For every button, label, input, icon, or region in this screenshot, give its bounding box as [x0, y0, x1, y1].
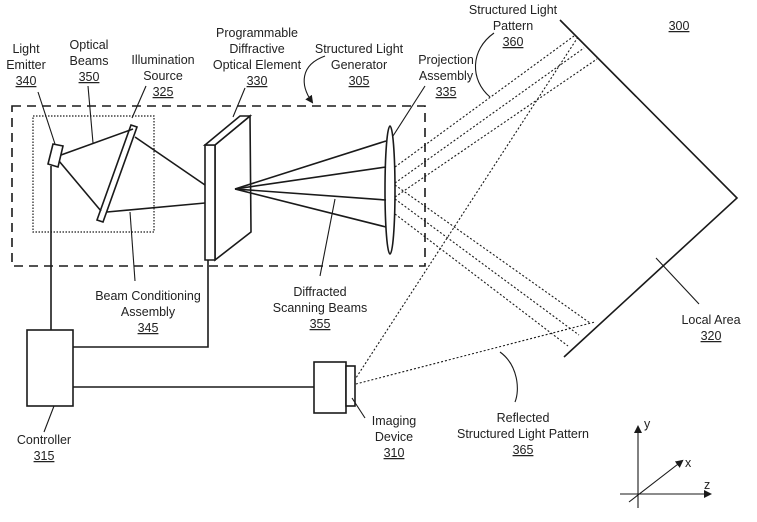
- label-text: Structured Light: [469, 3, 558, 17]
- z-axis-label: z: [704, 478, 710, 492]
- label-text: Beams: [70, 54, 109, 68]
- label-text: Assembly: [419, 69, 474, 83]
- optical-beams: [58, 128, 206, 213]
- label-illumination-source: Illumination Source 325: [131, 53, 194, 99]
- beam-conditioning-assembly: [95, 123, 139, 224]
- label-controller: Controller 315: [17, 433, 71, 463]
- figure-reference-number: 300: [669, 19, 690, 33]
- local-area-surface: [559, 19, 739, 358]
- x-axis-label: x: [685, 456, 692, 470]
- label-text: Controller: [17, 433, 71, 447]
- reference-number: 340: [16, 74, 37, 88]
- label-text: Illumination: [131, 53, 194, 67]
- projection-assembly-lens: [384, 125, 396, 255]
- structured-light-pattern-beams: [351, 35, 598, 386]
- coordinate-axes: y x z: [620, 417, 712, 508]
- label-text: Imaging: [372, 414, 417, 428]
- imaging-device: [313, 361, 356, 414]
- reference-number: 335: [436, 85, 457, 99]
- label-text: Reflected: [497, 411, 550, 425]
- label-text: Beam Conditioning: [95, 289, 201, 303]
- leader-lines: [37, 32, 518, 433]
- reference-number: 345: [138, 321, 159, 335]
- structured-light-generator-enclosure: [11, 105, 426, 267]
- reference-number: 330: [247, 74, 268, 88]
- reference-number: 360: [503, 35, 524, 49]
- label-structured-light-generator: Structured Light Generator 305: [315, 42, 404, 88]
- reference-number: 305: [349, 74, 370, 88]
- label-beam-conditioning-assembly: Beam Conditioning Assembly 345: [95, 289, 201, 335]
- label-pdoe: Programmable Diffractive Optical Element…: [213, 26, 302, 88]
- label-imaging-device: Imaging Device 310: [372, 414, 417, 460]
- reference-number: 325: [153, 85, 174, 99]
- label-text: Light: [12, 42, 40, 56]
- label-local-area: Local Area 320: [681, 313, 740, 343]
- illumination-source-enclosure: [32, 115, 155, 233]
- label-optical-beams: Optical Beams 350: [70, 38, 109, 84]
- controller-box: [26, 329, 74, 407]
- label-text: Programmable: [216, 26, 298, 40]
- x-axis: [628, 459, 684, 503]
- label-text: Generator: [331, 58, 387, 72]
- label-text: Pattern: [493, 19, 533, 33]
- reference-number: 320: [701, 329, 722, 343]
- label-text: Structured Light: [315, 42, 404, 56]
- label-light-emitter: Light Emitter 340: [6, 42, 46, 88]
- label-reflected-structured-light-pattern: Reflected Structured Light Pattern 365: [457, 411, 589, 457]
- label-text: Device: [375, 430, 413, 444]
- label-text: Optical: [70, 38, 109, 52]
- label-text: Optical Element: [213, 58, 302, 72]
- y-axis-label: y: [644, 417, 651, 431]
- label-projection-assembly: Projection Assembly 335: [418, 53, 474, 99]
- label-diffracted-scanning-beams: Diffracted Scanning Beams 355: [273, 285, 368, 331]
- reference-number: 365: [513, 443, 534, 457]
- diffracted-scanning-beams: [234, 140, 387, 228]
- label-text: Projection: [418, 53, 474, 67]
- label-text: Assembly: [121, 305, 176, 319]
- reference-number: 310: [384, 446, 405, 460]
- label-text: Local Area: [681, 313, 740, 327]
- label-text: Emitter: [6, 58, 46, 72]
- reference-number: 355: [310, 317, 331, 331]
- reference-number: 350: [79, 70, 100, 84]
- programmable-diffractive-optical-element: [202, 114, 253, 262]
- label-text: Structured Light Pattern: [457, 427, 589, 441]
- label-text: Scanning Beams: [273, 301, 368, 315]
- label-text: Diffractive: [229, 42, 284, 56]
- label-structured-light-pattern: Structured Light Pattern 360: [469, 3, 558, 49]
- label-text: Source: [143, 69, 183, 83]
- reference-number: 315: [34, 449, 55, 463]
- control-wiring: [50, 166, 314, 388]
- label-text: Diffracted: [293, 285, 346, 299]
